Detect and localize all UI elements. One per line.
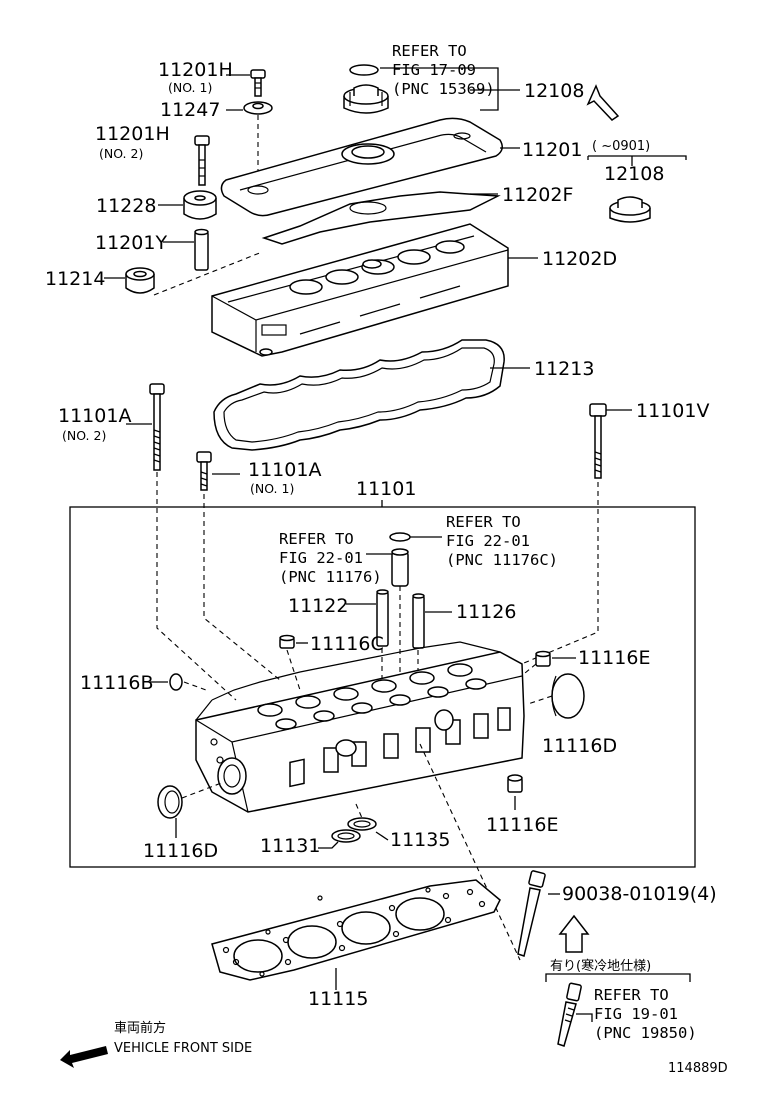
spacer-11201Y [194, 228, 209, 271]
ref-1709-line2: FIG 17-09 [392, 61, 476, 79]
label-11116D-b: 11116D [143, 840, 218, 862]
ref-2201b-line2: FIG 22-01 [446, 532, 530, 550]
bolt-11101V [589, 403, 607, 479]
glow-plug-90038 [517, 870, 546, 957]
sub-11101A-no2: (NO. 2) [62, 428, 106, 443]
ref-1901-line1: REFER TO [594, 986, 669, 1004]
label-11201: 11201 [522, 139, 582, 161]
grommet-11228 [183, 190, 217, 220]
plug-11116E-b [507, 774, 523, 793]
ref-2201a-line1: REFER TO [279, 530, 354, 548]
figure-id: 114889D [668, 1061, 728, 1076]
label-11116D-a: 11116D [542, 735, 617, 757]
bolt-11201H-no1 [250, 69, 266, 97]
ref-1709-line1: REFER TO [392, 42, 467, 60]
front-label-jp: 車両前方 [114, 1020, 166, 1036]
glow-plug-19850 [557, 982, 582, 1047]
bolt-11201H-no2 [194, 135, 210, 186]
plug-11116D-b [157, 785, 183, 819]
sub-11101A-no1: (NO. 1) [250, 481, 294, 496]
head-gasket-11115 [211, 879, 501, 981]
sleeve-11122 [376, 589, 389, 647]
label-90038: 90038-01019(4) [562, 883, 717, 905]
seal-11214 [125, 267, 155, 294]
label-11202D: 11202D [542, 248, 617, 270]
label-11116B: 11116B [80, 672, 153, 694]
plug-11116D-a [551, 673, 585, 719]
ref-2201a-line2: FIG 22-01 [279, 549, 363, 567]
plug-11116B [169, 673, 183, 691]
gasket-11213 [213, 339, 505, 451]
label-11135: 11135 [390, 829, 450, 851]
sub-11201H-no1: (NO. 1) [168, 80, 212, 95]
label-12108-a: 12108 [524, 80, 584, 102]
ref-1901-line3: (PNC 19850) [594, 1024, 697, 1042]
label-11101: 11101 [356, 478, 416, 500]
option-bracket [545, 973, 691, 982]
plug-11116E-a [535, 650, 551, 667]
ref-2201a-line3: (PNC 11176) [279, 568, 382, 586]
ring-11135 [347, 817, 377, 831]
sub-11201H-no2: (NO. 2) [99, 146, 143, 161]
bolt-11101A-no2 [149, 383, 165, 471]
ref-1709-line3: (PNC 15369) [392, 80, 495, 98]
head-cover-11202D [211, 223, 509, 357]
sleeve-11126 [412, 593, 425, 649]
arrow-12108 [586, 84, 620, 121]
range-0901: ( ~0901) [592, 139, 650, 154]
label-11213: 11213 [534, 358, 594, 380]
cold-region-note: 有り(寒冷地仕様) [550, 958, 651, 974]
label-12108-b: 12108 [604, 163, 664, 185]
label-11116C: 11116C [310, 633, 384, 655]
label-11116E-b: 11116E [486, 814, 558, 836]
gasket-11131 [331, 829, 361, 843]
front-label-en: VEHICLE FRONT SIDE [114, 1041, 252, 1056]
label-11131: 11131 [260, 835, 320, 857]
label-11126: 11126 [456, 601, 516, 623]
washer-11247 [243, 101, 273, 115]
label-11122: 11122 [288, 595, 348, 617]
label-11101V: 11101V [636, 400, 709, 422]
label-11201H-no2: 11201H [95, 123, 170, 145]
cap-gasket [349, 64, 379, 76]
label-11214: 11214 [45, 268, 105, 290]
label-11201Y: 11201Y [95, 232, 167, 254]
label-11201H-no1: 11201H [158, 59, 233, 81]
ref-1901-line2: FIG 19-01 [594, 1005, 678, 1023]
front-arrow-icon [60, 1046, 108, 1068]
arrow-up [558, 914, 590, 953]
label-11101A-no1: 11101A [248, 459, 321, 481]
gasket-11202F [261, 191, 501, 245]
oil-cap-12108-b [609, 196, 651, 223]
ref-2201b-line1: REFER TO [446, 513, 521, 531]
label-11228: 11228 [96, 195, 156, 217]
label-11115: 11115 [308, 988, 368, 1010]
label-11101A-no2: 11101A [58, 405, 131, 427]
cylinder-head-11101 [195, 641, 525, 813]
bolt-11101A-no1 [196, 451, 212, 491]
valve-seal [389, 532, 411, 542]
engine-cover-11201 [220, 117, 503, 217]
valve-guide [391, 548, 409, 587]
ref-2201b-line3: (PNC 11176C) [446, 551, 558, 569]
oil-cap-12108-a [343, 84, 389, 114]
label-11247: 11247 [160, 99, 220, 121]
label-11202F: 11202F [502, 184, 573, 206]
label-11116E-a: 11116E [578, 647, 650, 669]
plug-11116C [279, 634, 295, 649]
